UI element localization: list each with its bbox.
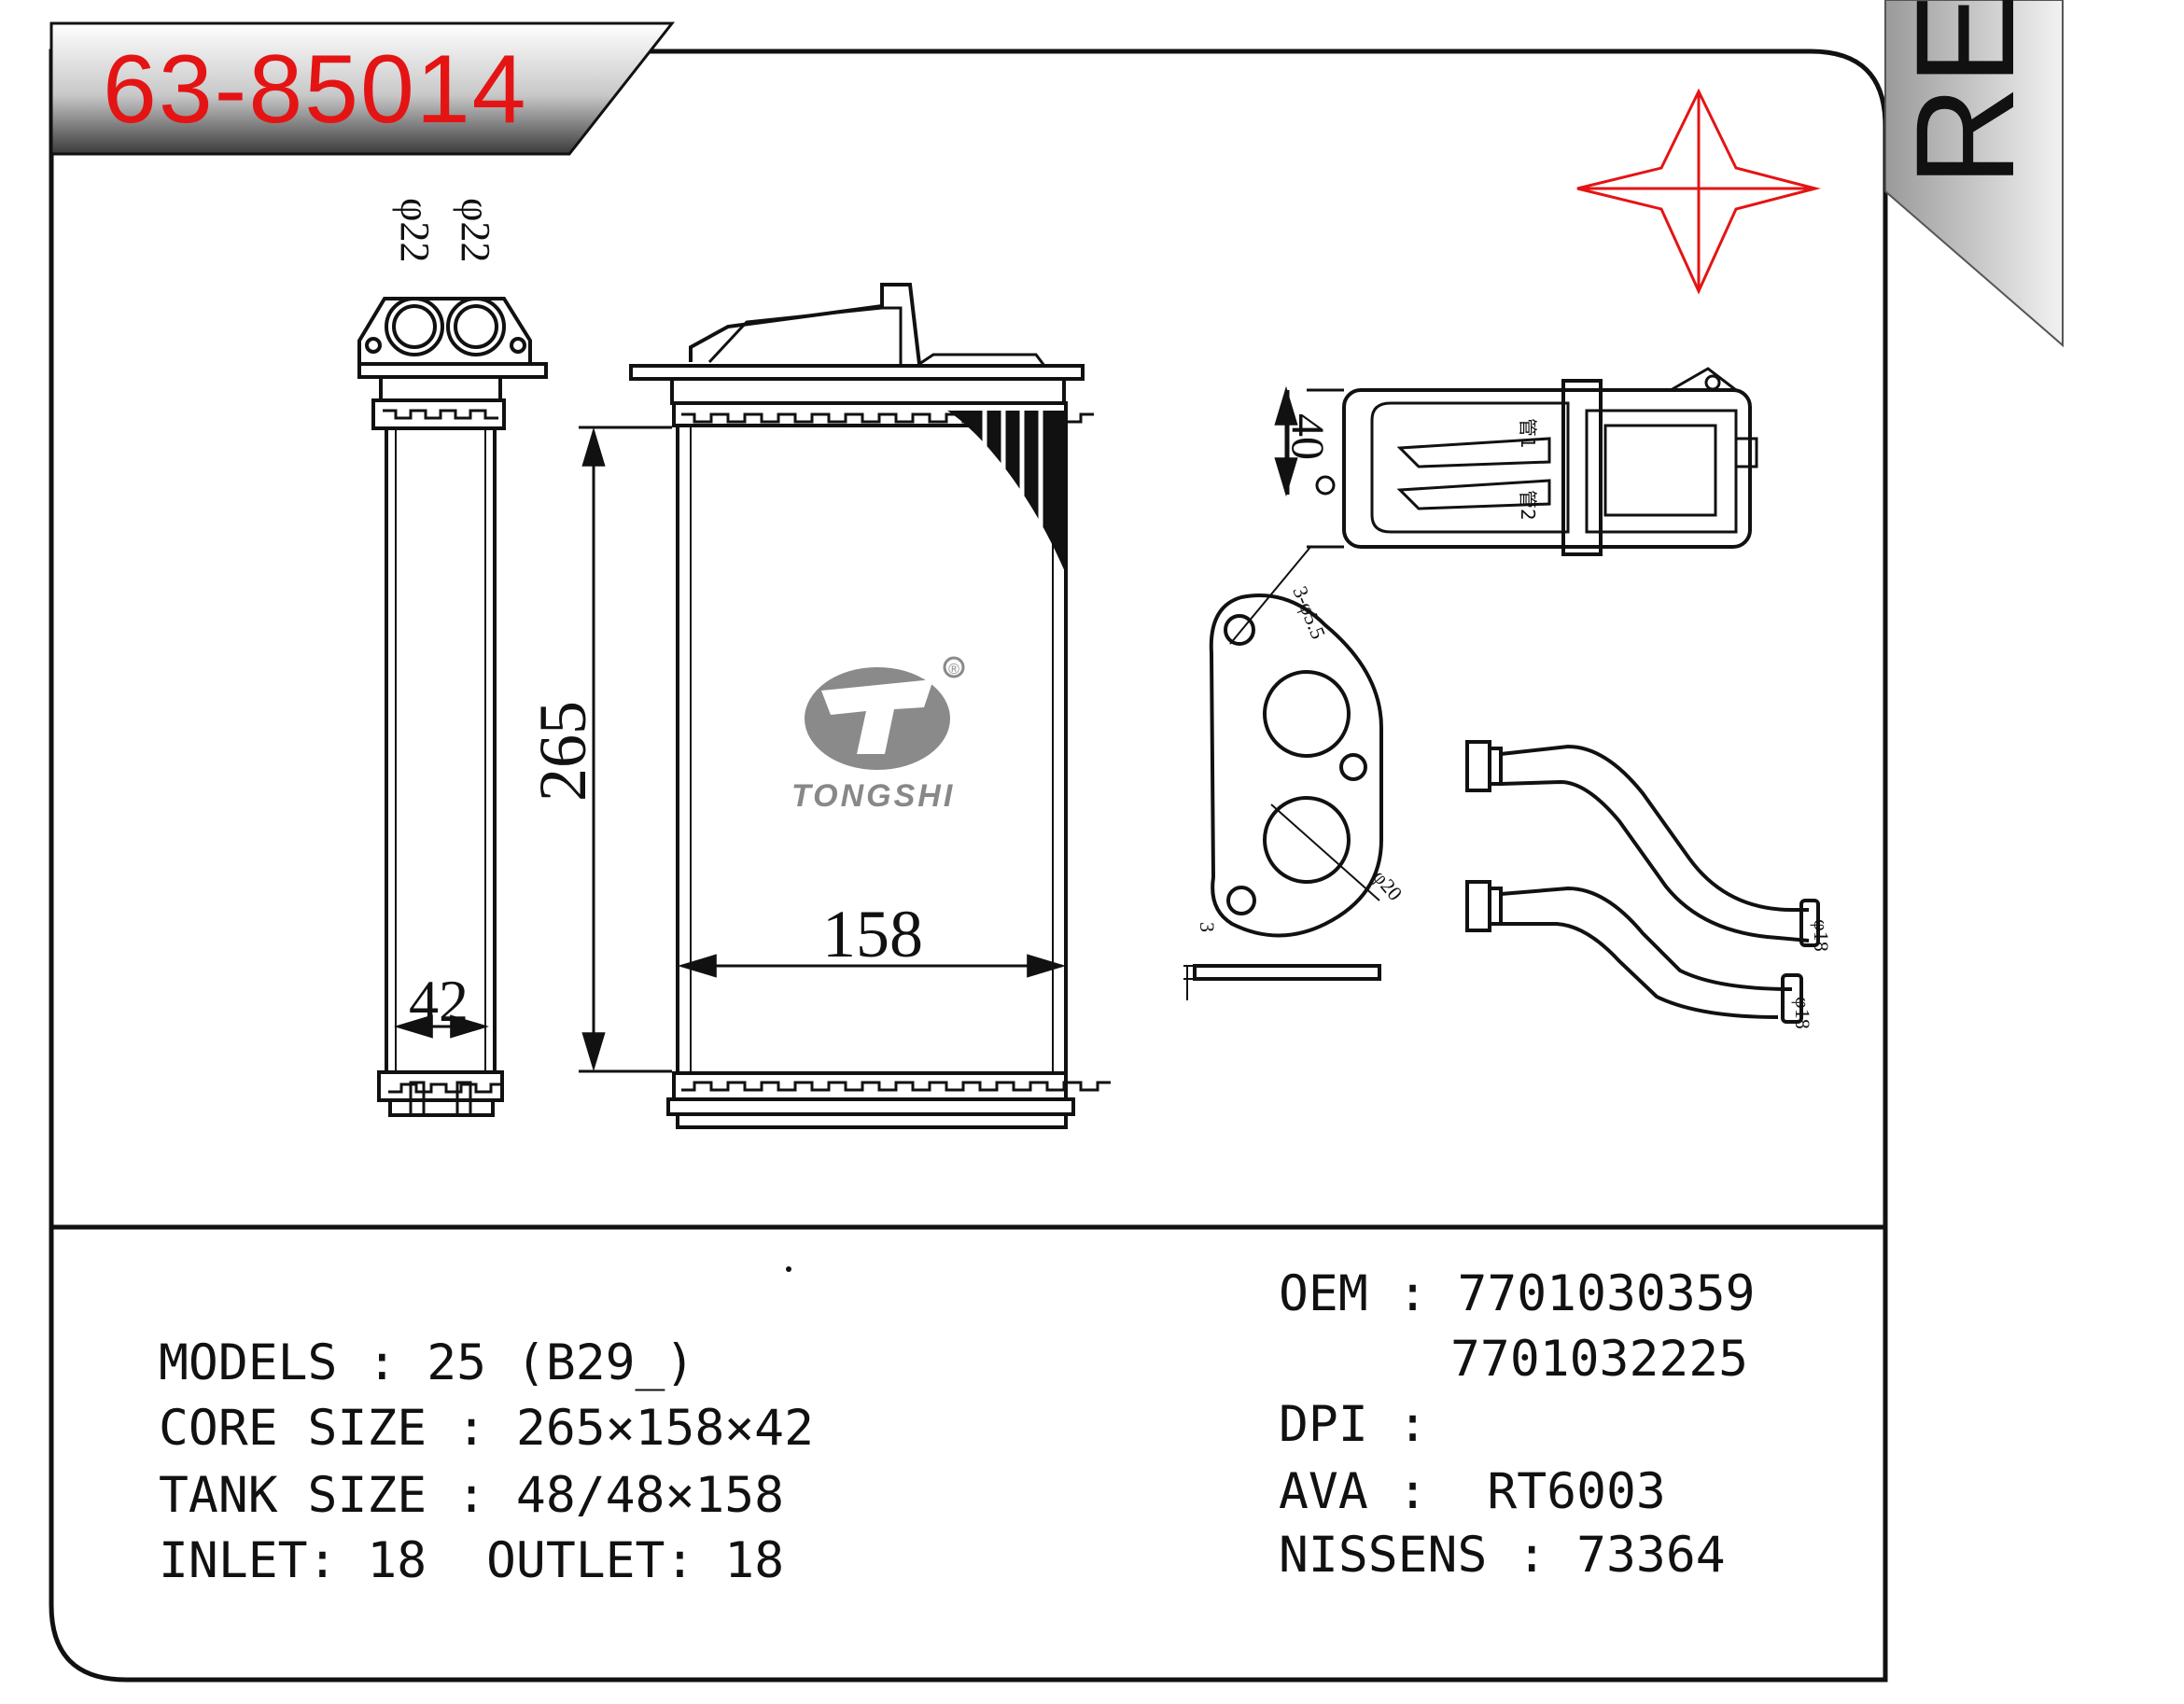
height-dimension <box>579 426 672 1073</box>
tongshi-logo-icon <box>805 656 965 770</box>
spec-nissens-label: NISSENS : <box>1279 1527 1577 1584</box>
pipe-diameter-right: φ22 <box>453 198 498 262</box>
tank-top-view <box>1286 367 1758 556</box>
spec-dpi: DPI : <box>1279 1400 1457 1449</box>
spec-tank-size-label: TANK SIZE : <box>159 1467 516 1524</box>
spec-models: MODELS : 25 (B29_) <box>159 1338 694 1388</box>
fin-hatching <box>947 411 1066 574</box>
pipe-label-2: 管2 <box>1517 490 1539 521</box>
stray-dot <box>786 1266 791 1272</box>
spec-models-value: 25 (B29_) <box>427 1334 695 1391</box>
spec-tank-size: TANK SIZE : 48/48×158 <box>159 1471 784 1520</box>
flange-thickness: 3 <box>1196 922 1219 932</box>
part-number-title: 63-85014 <box>103 35 528 144</box>
flange-gasket <box>1183 594 1383 1000</box>
tube-diameter-upper: φ18 <box>1810 919 1833 952</box>
registered-mark: ® <box>948 662 959 677</box>
spec-ava-value: RT6003 <box>1457 1463 1666 1520</box>
flange-height-value: 40 <box>1282 413 1335 460</box>
spec-oem-label: OEM : <box>1279 1265 1458 1322</box>
brand-name: TONGSHI <box>791 778 956 814</box>
spec-tank-size-value: 48/48×158 <box>515 1467 785 1524</box>
spec-core-size-label: CORE SIZE : <box>159 1400 516 1457</box>
spec-dpi-label: DPI : <box>1279 1396 1458 1453</box>
tube-diameter-lower: φ18 <box>1791 997 1814 1029</box>
outlet-pipes <box>1465 740 1820 1024</box>
pipe-label-1: 管1 <box>1517 418 1539 449</box>
spec-nissens-value: 73364 <box>1576 1527 1726 1584</box>
badge-corner <box>1884 0 2064 348</box>
spec-core-size-value: 265×158×42 <box>515 1400 814 1457</box>
spec-inlet-outlet: INLET: 18 OUTLET: 18 <box>159 1536 784 1585</box>
spec-inlet-label: INLET: <box>159 1532 368 1589</box>
spec-oem-2: 7701032225 <box>1450 1334 1748 1384</box>
spec-nissens: NISSENS : 73364 <box>1279 1530 1726 1580</box>
part-number-tab <box>49 21 676 156</box>
spec-inlet-value: 18 OUTLET: 18 <box>367 1532 785 1589</box>
spec-core-size: CORE SIZE : 265×158×42 <box>159 1404 814 1453</box>
frame-border <box>49 49 1888 1683</box>
pipe-diameter-left: φ22 <box>392 198 438 262</box>
spec-oem-value-2: 7701032225 <box>1450 1331 1749 1388</box>
badge-text: RE <box>1886 0 2043 187</box>
gasket-leaders <box>1229 545 1380 901</box>
flange-hole-spec: 3-φ5.5 <box>1288 583 1330 643</box>
width-dimension-value: 158 <box>822 897 923 971</box>
spec-oem-value-1: 7701030359 <box>1457 1265 1756 1322</box>
compass-star-icon <box>1576 88 1821 295</box>
spec-ava-label: AVA : <box>1279 1463 1458 1520</box>
front-view <box>629 283 1111 1129</box>
spec-models-label: MODELS : <box>159 1334 427 1391</box>
side-view <box>357 297 548 1117</box>
height-dimension-value: 265 <box>525 701 600 802</box>
spec-oem: OEM : 7701030359 <box>1279 1269 1756 1319</box>
spec-ava: AVA : RT6003 <box>1279 1467 1666 1516</box>
depth-dimension-value: 42 <box>409 968 469 1034</box>
